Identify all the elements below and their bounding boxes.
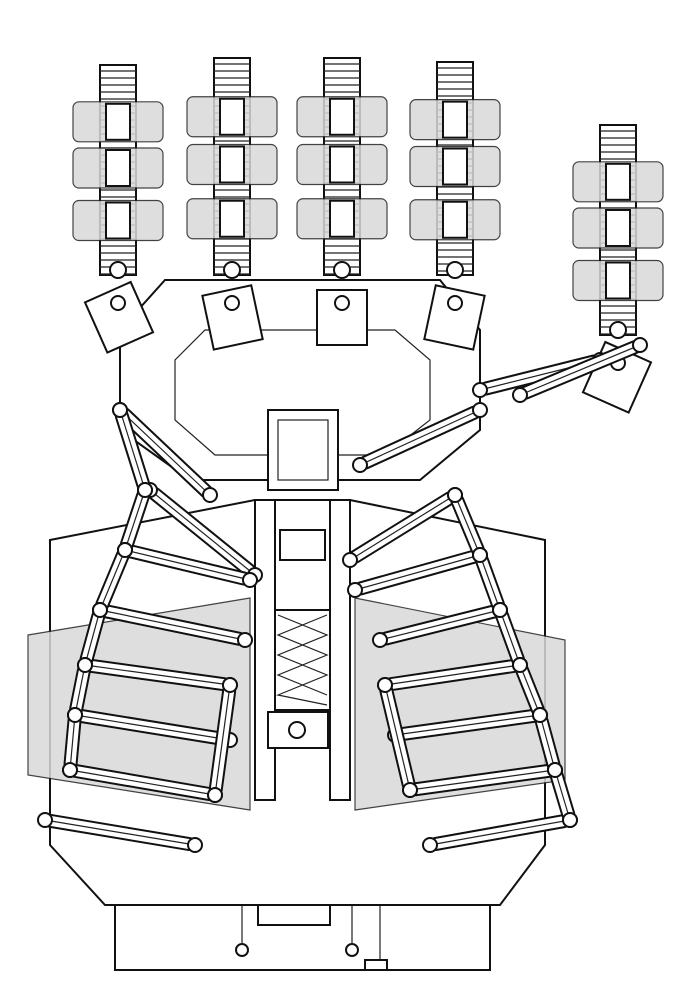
linkage-bar [352, 402, 488, 473]
spring-coil [274, 609, 331, 711]
joint-pin [109, 261, 127, 279]
finger-2 [186, 57, 278, 351]
linkage-bar [207, 677, 238, 803]
finger-1 [72, 64, 164, 354]
joint-pin [609, 321, 627, 339]
linkages [37, 337, 648, 853]
finger-4 [409, 61, 501, 351]
linkage-bar [62, 707, 83, 778]
linkage-bar [512, 337, 648, 403]
finger-3 [296, 57, 388, 346]
joint-pin [333, 261, 351, 279]
joint-pin [223, 261, 241, 279]
joint-pin [446, 261, 464, 279]
fingers [72, 57, 664, 414]
wrist-block [267, 409, 339, 491]
linkage-bar [37, 812, 203, 853]
linkage-bar [547, 762, 578, 828]
linkage-bar [377, 677, 418, 798]
